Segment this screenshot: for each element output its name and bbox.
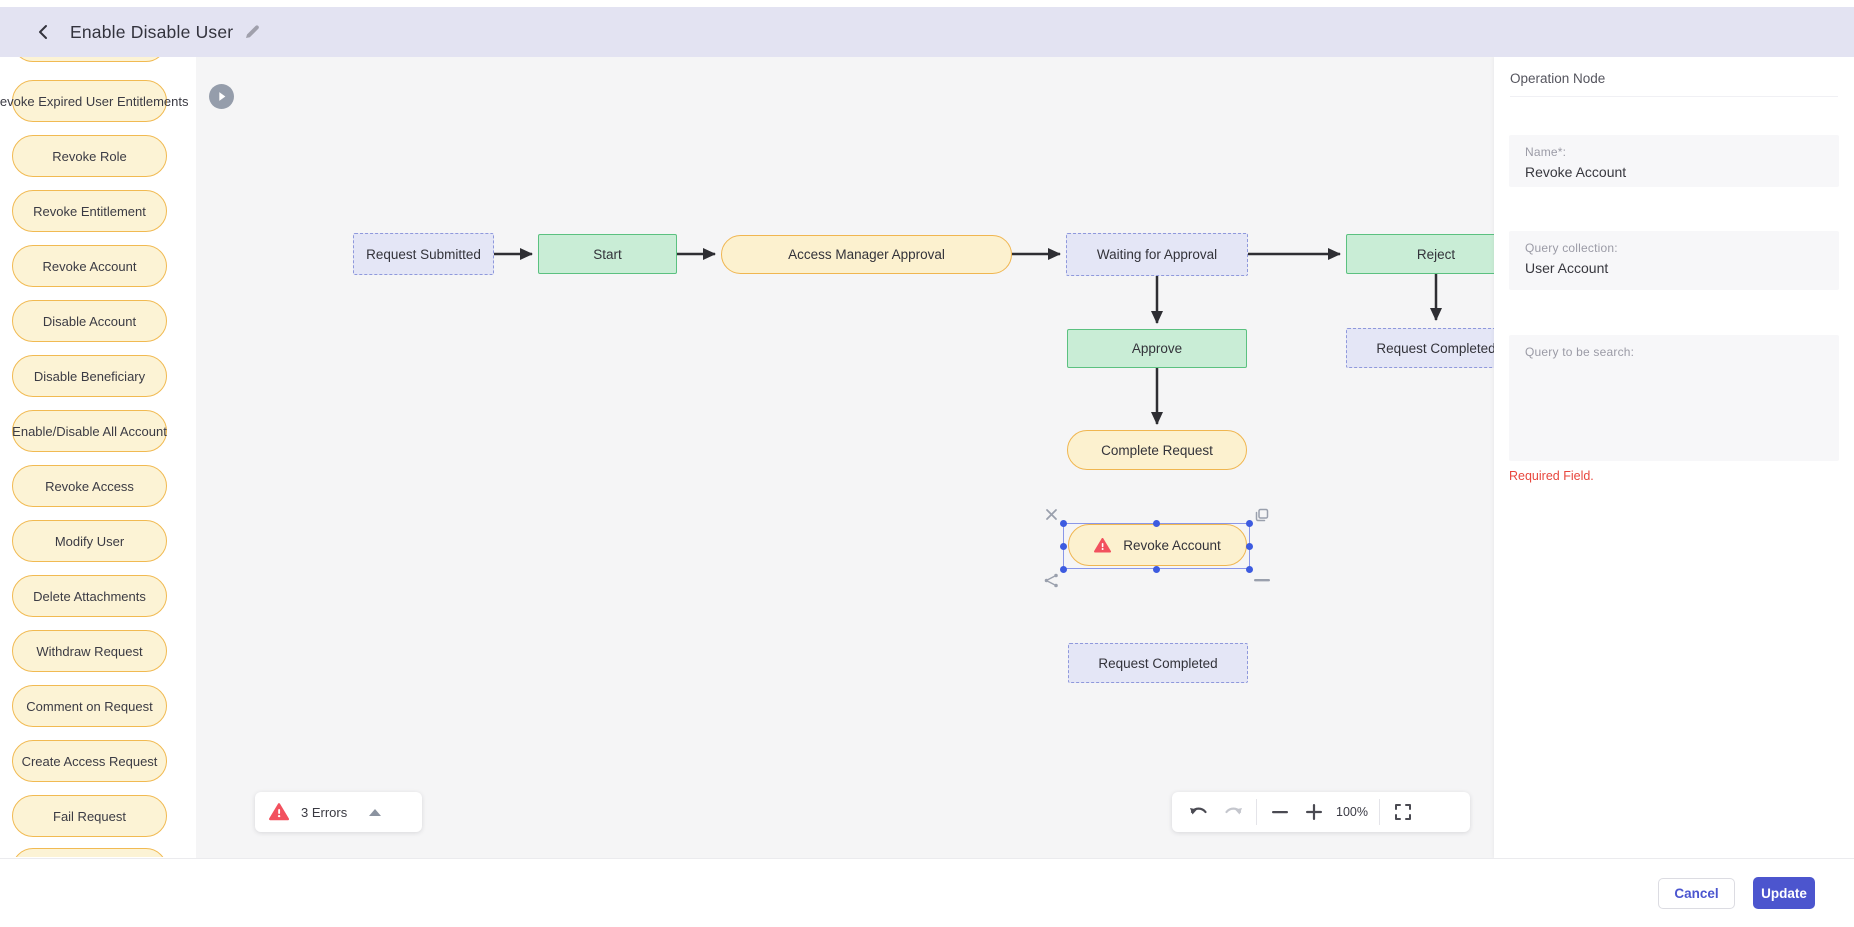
flow-node-revoke-account-selected[interactable]: Revoke Account xyxy=(1068,524,1247,566)
flow-node-waiting-for-approval[interactable]: Waiting for Approval xyxy=(1066,233,1248,276)
query-collection-value: User Account xyxy=(1525,260,1609,276)
selection-handle-n[interactable] xyxy=(1153,520,1160,527)
top-strip xyxy=(0,0,1854,7)
selection-handle-nw[interactable] xyxy=(1060,520,1067,527)
zoom-in-button[interactable] xyxy=(1297,795,1331,829)
edit-title-button[interactable] xyxy=(243,23,261,41)
redo-button[interactable] xyxy=(1216,795,1250,829)
sidebar-item-partial-top[interactable] xyxy=(12,57,167,62)
plus-icon xyxy=(1306,804,1322,820)
flow-node-start[interactable]: Start xyxy=(538,234,677,274)
sidebar-item-disable-beneficiary[interactable]: Disable Beneficiary xyxy=(12,355,167,397)
footer-bar: Cancel Update xyxy=(0,858,1854,927)
flow-edges xyxy=(494,248,1442,425)
properties-panel: Operation Node Name*: Revoke Account Que… xyxy=(1494,57,1854,858)
flow-node-label: Start xyxy=(593,246,622,262)
flow-node-label: Request Submitted xyxy=(366,246,481,262)
errors-count-label: 3 Errors xyxy=(301,804,348,820)
selection-handle-sw[interactable] xyxy=(1060,566,1067,573)
sidebar-item-revoke-entitlement[interactable]: Revoke Entitlement xyxy=(12,190,167,232)
delete-node-button[interactable] xyxy=(1042,505,1060,523)
zoom-level-label: 100% xyxy=(1336,805,1368,819)
sidebar-collapse-button[interactable] xyxy=(209,84,234,109)
fullscreen-icon xyxy=(1395,804,1411,820)
flow-node-label: Approve xyxy=(1131,341,1183,356)
fullscreen-button[interactable] xyxy=(1386,795,1420,829)
play-icon xyxy=(219,92,226,101)
sidebar-item-withdraw-request[interactable]: Withdraw Request xyxy=(12,630,167,672)
toolbar-separator xyxy=(1256,799,1257,825)
flow-node-label: Complete Request xyxy=(1101,442,1213,458)
canvas-toolbar: 100% xyxy=(1172,792,1470,832)
header-bar: Enable Disable User xyxy=(0,7,1854,57)
undo-button[interactable] xyxy=(1182,795,1216,829)
sidebar-item-revoke-role[interactable]: Revoke Role xyxy=(12,135,167,177)
flow-node-label: Access Manager Approval xyxy=(788,247,945,262)
flow-node-request-completed-bottom[interactable]: Request Completed xyxy=(1068,643,1248,683)
collapse-node-button[interactable] xyxy=(1253,571,1271,589)
query-search-field[interactable]: Query to be search: xyxy=(1509,335,1839,461)
flow-node-label: Revoke Account xyxy=(1123,537,1221,553)
sidebar-item-disable-account[interactable]: Disable Account xyxy=(12,300,167,342)
flow-node-access-manager-approval[interactable]: Access Manager Approval xyxy=(721,235,1012,274)
flow-node-approve[interactable]: Approve xyxy=(1067,329,1247,368)
share-connect-icon xyxy=(1044,573,1058,587)
selection-handle-e[interactable] xyxy=(1246,543,1253,550)
error-warning-icon xyxy=(269,803,289,821)
redo-icon xyxy=(1225,807,1242,815)
sidebar-item-create-access-request[interactable]: Create Access Request xyxy=(12,740,167,782)
sidebar-item-enable-disable-all-account[interactable]: Enable/Disable All Account xyxy=(12,410,167,452)
flow-node-request-submitted[interactable]: Request Submitted xyxy=(353,233,494,275)
page-title: Enable Disable User xyxy=(70,21,234,42)
name-field-label: Name*: xyxy=(1525,145,1567,159)
flow-node-label: Request Completed xyxy=(1098,655,1218,671)
cancel-button[interactable]: Cancel xyxy=(1658,878,1735,909)
node-palette-sidebar: Revoke Expired User Entitlements Revoke … xyxy=(0,57,196,857)
sidebar-item-fail-request[interactable]: Fail Request xyxy=(12,795,167,837)
sidebar-item-delete-attachments[interactable]: Delete Attachments xyxy=(12,575,167,617)
chevron-left-icon xyxy=(39,25,47,39)
selection-handle-ne[interactable] xyxy=(1246,520,1253,527)
sidebar-item-revoke-account[interactable]: Revoke Account xyxy=(12,245,167,287)
name-field[interactable]: Name*: Revoke Account xyxy=(1509,135,1839,187)
minus-icon xyxy=(1272,811,1288,814)
query-search-placeholder: Query to be search: xyxy=(1525,345,1635,359)
selection-handle-se[interactable] xyxy=(1246,566,1253,573)
duplicate-node-button[interactable] xyxy=(1253,506,1271,524)
errors-badge[interactable]: 3 Errors xyxy=(255,792,422,832)
sidebar-item-modify-user[interactable]: Modify User xyxy=(12,520,167,562)
panel-title: Operation Node xyxy=(1510,71,1838,97)
zoom-out-button[interactable] xyxy=(1263,795,1297,829)
sidebar-item-partial-bottom[interactable] xyxy=(12,848,167,857)
required-field-message: Required Field. xyxy=(1509,469,1594,483)
minus-icon xyxy=(1254,579,1270,582)
close-x-icon xyxy=(1045,508,1057,520)
connect-node-button[interactable] xyxy=(1042,571,1060,589)
sidebar-item-revoke-access[interactable]: Revoke Access xyxy=(12,465,167,507)
update-button[interactable]: Update xyxy=(1753,877,1815,909)
toolbar-separator xyxy=(1379,799,1380,825)
flow-node-request-completed-right[interactable]: Request Completed xyxy=(1346,328,1494,368)
sidebar-item-revoke-expired-user-entitlements[interactable]: Revoke Expired User Entitlements xyxy=(0,80,189,122)
flow-node-complete-request[interactable]: Complete Request xyxy=(1067,430,1247,470)
flow-node-reject[interactable]: Reject xyxy=(1346,234,1494,274)
flow-node-label: Waiting for Approval xyxy=(1096,247,1218,262)
flow-node-label: Reject xyxy=(1416,246,1456,262)
workflow-canvas[interactable]: Request Submitted Start Access Manager A… xyxy=(196,57,1494,858)
pencil-icon xyxy=(246,25,260,38)
undo-icon xyxy=(1190,807,1207,815)
selection-handle-s[interactable] xyxy=(1153,566,1160,573)
query-collection-label: Query collection: xyxy=(1525,241,1618,255)
query-collection-field[interactable]: Query collection: User Account xyxy=(1509,231,1839,290)
back-button[interactable] xyxy=(28,17,58,47)
flow-node-label: Request Completed xyxy=(1376,340,1494,356)
sidebar-item-comment-on-request[interactable]: Comment on Request xyxy=(12,685,167,727)
name-field-value: Revoke Account xyxy=(1525,164,1627,180)
warning-triangle-icon xyxy=(1094,537,1112,553)
copy-icon xyxy=(1255,508,1269,522)
chevron-up-icon[interactable] xyxy=(369,808,382,816)
selection-handle-w[interactable] xyxy=(1060,543,1067,550)
